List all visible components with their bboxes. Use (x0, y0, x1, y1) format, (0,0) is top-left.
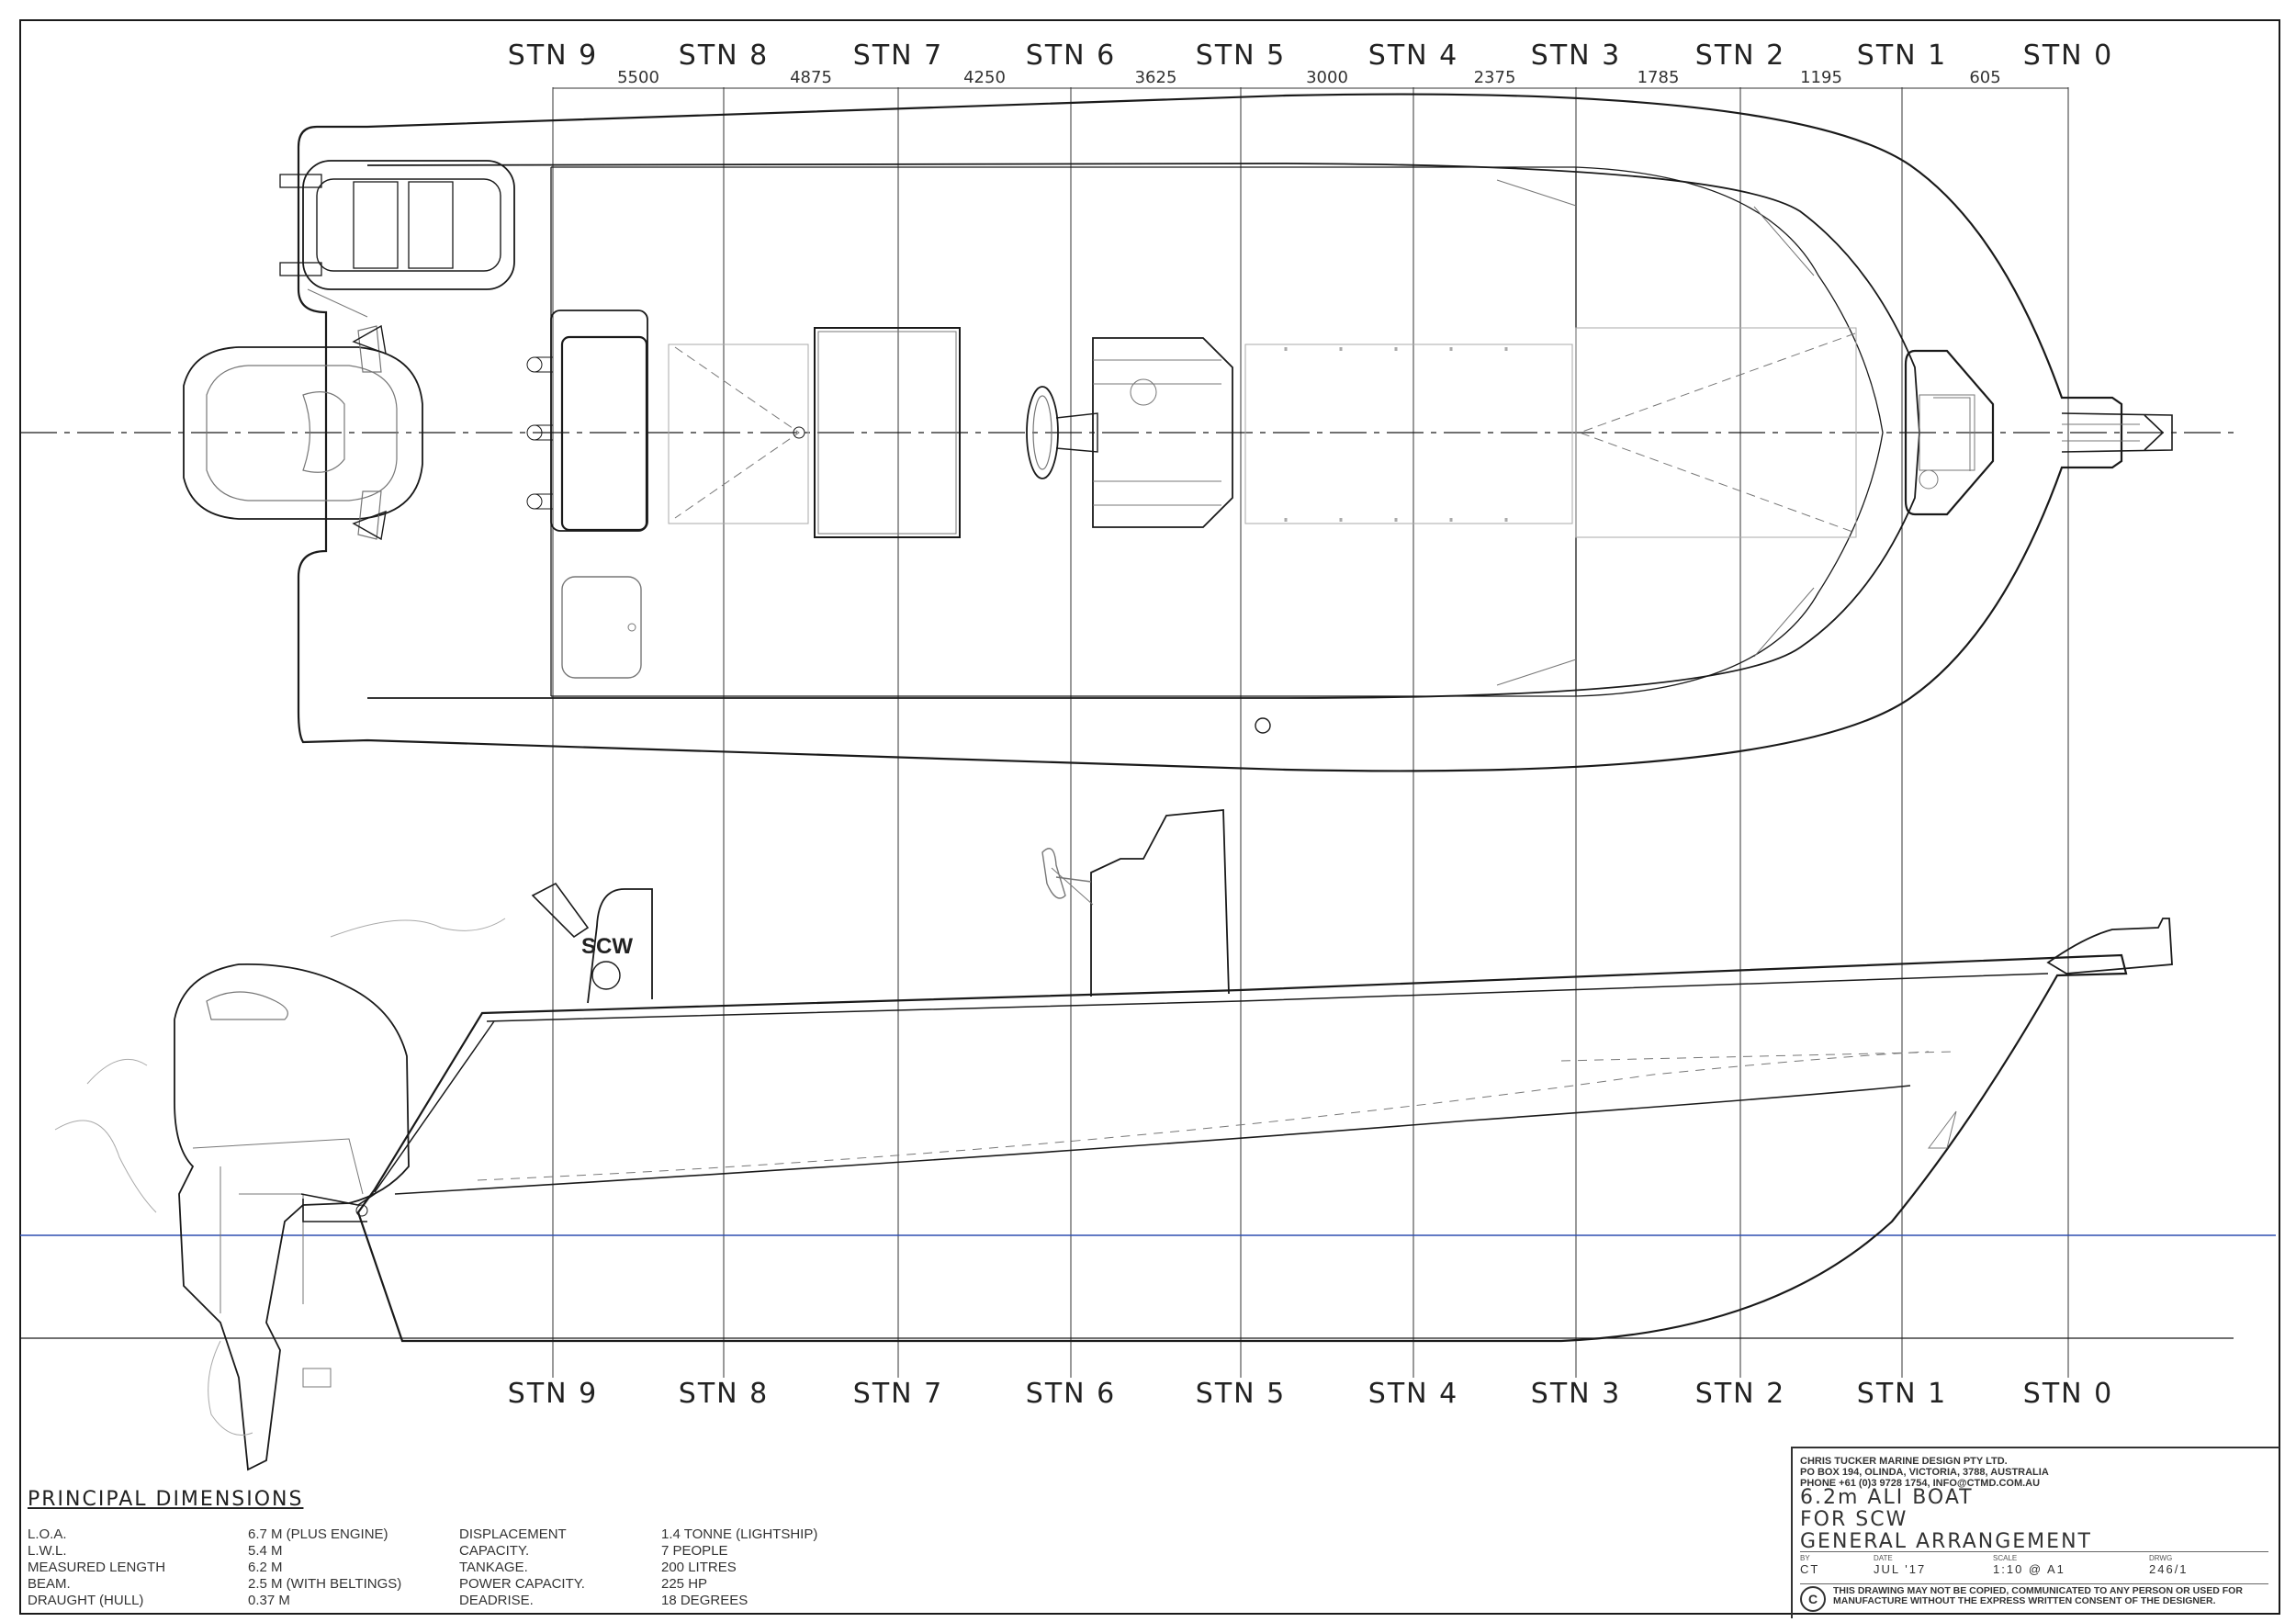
station-label: STN 5 (1196, 39, 1286, 72)
console-profile (1090, 809, 1230, 997)
station-label: STN 1 (1857, 1378, 1947, 1410)
station-label: STN 3 (1531, 39, 1621, 72)
profile-view: SCW (20, 809, 2276, 1471)
helm-seat-profile (587, 888, 653, 1004)
station-label: STN 6 (1026, 39, 1116, 72)
profile-sheer-inner (374, 973, 2049, 1193)
principal-dimensions-title: PRINCIPAL DIMENSIONS (28, 1488, 304, 1511)
plan-sponson-inner (366, 163, 1920, 699)
station-label: STN 9 (508, 39, 598, 72)
station-label: STN 2 (1695, 39, 1785, 72)
station-offset: 605 (1969, 68, 2000, 87)
drawing-number: 246/1 (2149, 1562, 2189, 1576)
station-label: STN 6 (1026, 1378, 1116, 1410)
station-label: STN 5 (1196, 1378, 1286, 1410)
spec-right-labels: DISPLACEMENT CAPACITY. TANKAGE. POWER CA… (459, 1526, 585, 1608)
station-offset: 5500 (617, 68, 659, 87)
helm-wheel-plan (1026, 386, 1059, 479)
plan-view (20, 93, 2241, 772)
station-label: STN 7 (853, 1378, 943, 1410)
drawing-scale: 1:10 @ A1 (1993, 1562, 2065, 1576)
rear-hatch (561, 576, 642, 679)
profile-hull (356, 953, 2128, 1343)
boarding-ladder (302, 160, 515, 290)
station-labels-bottom: STN 9 STN 8 STN 7 STN 6 STN 5 STN 4 STN 3 STN 2… (508, 1378, 2113, 1410)
station-label: STN 4 (1368, 39, 1458, 72)
station-label: STN 7 (853, 39, 943, 72)
drawn-by: CT (1800, 1562, 1820, 1576)
principal-dimensions: PRINCIPAL DIMENSIONS L.O.A. L.W.L. MEASU… (28, 1488, 928, 1616)
station-label: STN 8 (679, 1378, 769, 1410)
station-offset: 1195 (1800, 68, 1842, 87)
station-offset-dimensions: 5500 4875 4250 3625 3000 2375 1785 1195 605 (553, 68, 2068, 89)
station-label: STN 0 (2023, 39, 2113, 72)
copyright-notice: C THIS DRAWING MAY NOT BE COPIED, COMMUN… (1800, 1586, 2273, 1612)
outboard-engine-profile (54, 918, 506, 1471)
station-labels-top: STN 9 STN 8 STN 7 STN 6 STN 5 STN 4 STN 3 STN 2… (508, 39, 2113, 72)
drawing-title: 6.2m ALI BOAT FOR SCW GENERAL ARRANGEMEN… (1800, 1486, 2092, 1553)
drawing-date: JUL '17 (1874, 1562, 1927, 1576)
outboard-engine-plan (183, 324, 423, 541)
sheet-border (19, 19, 2280, 1615)
station-label: STN 4 (1368, 1378, 1458, 1410)
console-plan (1092, 337, 1233, 528)
station-offset: 3000 (1306, 68, 1348, 87)
designer-address: CHRIS TUCKER MARINE DESIGN PTY LTD. PO B… (1800, 1456, 2049, 1489)
station-label: STN 9 (508, 1378, 598, 1410)
hull-logo: SCW (581, 934, 633, 959)
bow-locker (1904, 349, 1995, 516)
station-lines (552, 87, 2069, 1378)
plan-hull-outline (297, 93, 2123, 772)
station-offset: 4250 (963, 68, 1006, 87)
station-label: STN 0 (2023, 1378, 2113, 1410)
title-block: CTMD CHRIS TUCKER MARINE DESIGN PTY LTD.… (1791, 1447, 2279, 1618)
station-offset: 1785 (1638, 68, 1680, 87)
station-offset: 4875 (790, 68, 832, 87)
spec-right-values: 1.4 TONNE (LIGHTSHIP) 7 PEOPLE 200 LITRE… (661, 1526, 818, 1608)
station-offset: 3625 (1135, 68, 1177, 87)
station-label: STN 1 (1857, 39, 1947, 72)
spec-left-values: 6.7 m (PLUS ENGINE) 5.4 m 6.2 m 2.5 m (W… (248, 1526, 402, 1608)
station-label: STN 3 (1531, 1378, 1621, 1410)
centre-storage-box (814, 327, 961, 538)
spec-left-labels: L.O.A. L.W.L. MEASURED LENGTH BEAM. DRAU… (28, 1526, 166, 1608)
station-offset: 2375 (1474, 68, 1516, 87)
plan-inner-deck (550, 166, 1884, 697)
rear-bench-box (550, 310, 648, 532)
copyright-icon: C (1800, 1586, 1826, 1612)
station-label: STN 8 (679, 39, 769, 72)
station-label: STN 2 (1695, 1378, 1785, 1410)
